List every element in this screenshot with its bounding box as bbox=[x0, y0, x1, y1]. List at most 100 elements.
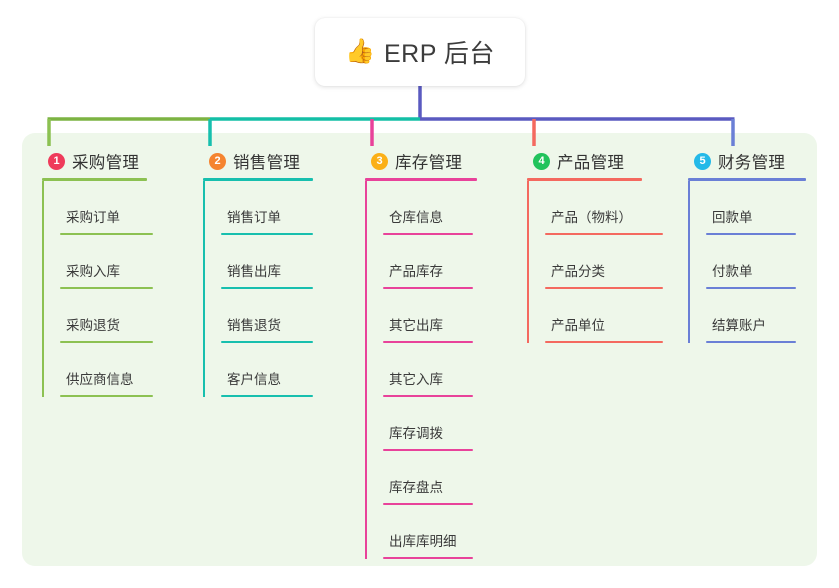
branch-item-underline bbox=[221, 287, 313, 289]
branch-item[interactable]: 出库库明细 bbox=[383, 505, 525, 559]
branch-item-label: 客户信息 bbox=[227, 372, 281, 387]
branch-header-1[interactable]: 1 采购管理 bbox=[42, 148, 202, 174]
branch-item[interactable]: 其它出库 bbox=[383, 289, 525, 343]
branch-item-underline bbox=[60, 287, 153, 289]
branch-item-underline bbox=[383, 557, 473, 559]
branch-item[interactable]: 产品（物料） bbox=[545, 181, 687, 235]
branch-column-4: 4 产品管理产品（物料） 产品分类产品单位 bbox=[527, 148, 687, 343]
branch-item-label: 产品（物料） bbox=[551, 210, 632, 225]
branch-item-label: 产品分类 bbox=[551, 264, 605, 279]
branch-title: 产品管理 bbox=[557, 154, 625, 172]
branch-item-label: 采购退货 bbox=[66, 318, 120, 333]
branch-number-badge: 4 bbox=[533, 152, 550, 170]
branch-item[interactable]: 产品库存 bbox=[383, 235, 525, 289]
thumbs-up-icon: 👍 bbox=[345, 38, 375, 65]
branch-item-label: 其它入库 bbox=[389, 372, 443, 387]
branch-item[interactable]: 库存调拨 bbox=[383, 397, 525, 451]
branch-item-label: 仓库信息 bbox=[389, 210, 443, 225]
branch-item[interactable]: 产品分类 bbox=[545, 235, 687, 289]
branch-item[interactable]: 采购入库 bbox=[60, 235, 202, 289]
branches-background-panel bbox=[22, 133, 817, 566]
branch-item-list: 回款单付款单结算账户 bbox=[688, 181, 839, 343]
branch-item-label: 销售退货 bbox=[227, 318, 281, 333]
branch-item-underline bbox=[221, 233, 313, 235]
branch-number-badge: 2 bbox=[209, 152, 226, 170]
branch-item-label: 销售出库 bbox=[227, 264, 281, 279]
branch-item[interactable]: 回款单 bbox=[706, 181, 839, 235]
branch-item-underline bbox=[706, 233, 796, 235]
branch-header-2[interactable]: 2 销售管理 bbox=[203, 148, 363, 174]
root-node[interactable]: 👍 ERP 后台 bbox=[315, 18, 525, 86]
branch-item-underline bbox=[383, 341, 473, 343]
branch-item-label: 库存盘点 bbox=[389, 480, 443, 495]
branch-title: 销售管理 bbox=[233, 154, 301, 172]
branch-title: 库存管理 bbox=[395, 154, 463, 172]
branch-item-underline bbox=[545, 287, 663, 289]
branch-underline bbox=[527, 178, 642, 181]
branch-item[interactable]: 采购退货 bbox=[60, 289, 202, 343]
branch-item[interactable]: 采购订单 bbox=[60, 181, 202, 235]
branch-item[interactable]: 供应商信息 bbox=[60, 343, 202, 397]
branch-item-underline bbox=[706, 287, 796, 289]
branch-item[interactable]: 仓库信息 bbox=[383, 181, 525, 235]
branch-item[interactable]: 结算账户 bbox=[706, 289, 839, 343]
branch-item-label: 回款单 bbox=[712, 210, 753, 225]
branch-item-list: 产品（物料） 产品分类产品单位 bbox=[527, 181, 687, 343]
branch-item-label: 采购入库 bbox=[66, 264, 120, 279]
branch-item-underline bbox=[221, 395, 313, 397]
branch-item[interactable]: 销售退货 bbox=[221, 289, 363, 343]
branch-underline bbox=[203, 178, 313, 181]
branch-number-badge: 3 bbox=[371, 152, 388, 170]
branch-item-underline bbox=[383, 233, 473, 235]
branch-item-label: 产品库存 bbox=[389, 264, 443, 279]
branch-item-label: 付款单 bbox=[712, 264, 753, 279]
branch-column-3: 3 库存管理仓库信息产品库存其它出库其它入库库存调拨库存盘点出库库明细 bbox=[365, 148, 525, 559]
branch-number-badge: 5 bbox=[694, 152, 711, 170]
branch-item[interactable]: 客户信息 bbox=[221, 343, 363, 397]
branch-item-label: 销售订单 bbox=[227, 210, 281, 225]
branch-spine bbox=[203, 181, 205, 397]
root-node-content: 👍 ERP 后台 bbox=[345, 34, 495, 70]
branch-spine bbox=[527, 181, 529, 343]
branch-item-label: 供应商信息 bbox=[66, 372, 134, 387]
branch-item-label: 采购订单 bbox=[66, 210, 120, 225]
root-title: ERP 后台 bbox=[383, 40, 495, 68]
branch-spine bbox=[688, 181, 690, 343]
branch-item-underline bbox=[60, 341, 153, 343]
branch-title: 采购管理 bbox=[72, 154, 140, 172]
branch-item-label: 结算账户 bbox=[712, 318, 766, 333]
branch-underline bbox=[688, 178, 806, 181]
branch-item-label: 库存调拨 bbox=[389, 426, 443, 441]
branch-column-1: 1 采购管理采购订单采购入库采购退货供应商信息 bbox=[42, 148, 202, 397]
branch-item-list: 采购订单采购入库采购退货供应商信息 bbox=[42, 181, 202, 397]
branch-item[interactable]: 销售订单 bbox=[221, 181, 363, 235]
branch-underline bbox=[42, 178, 147, 181]
branch-header-3[interactable]: 3 库存管理 bbox=[365, 148, 525, 174]
branch-item-list: 销售订单销售出库销售退货客户信息 bbox=[203, 181, 363, 397]
branch-item[interactable]: 库存盘点 bbox=[383, 451, 525, 505]
branch-item-underline bbox=[60, 233, 153, 235]
branch-item-list: 仓库信息产品库存其它出库其它入库库存调拨库存盘点出库库明细 bbox=[365, 181, 525, 559]
branch-item-underline bbox=[545, 341, 663, 343]
branch-column-2: 2 销售管理销售订单销售出库销售退货客户信息 bbox=[203, 148, 363, 397]
branch-spine bbox=[365, 181, 367, 559]
branch-spine bbox=[42, 181, 44, 397]
branch-item-underline bbox=[383, 503, 473, 505]
branch-item-underline bbox=[60, 395, 153, 397]
branch-item[interactable]: 付款单 bbox=[706, 235, 839, 289]
branch-item-label: 产品单位 bbox=[551, 318, 605, 333]
branch-number-badge: 1 bbox=[48, 152, 65, 170]
branch-item[interactable]: 销售出库 bbox=[221, 235, 363, 289]
branch-item-label: 其它出库 bbox=[389, 318, 443, 333]
branch-item-underline bbox=[221, 341, 313, 343]
branch-header-4[interactable]: 4 产品管理 bbox=[527, 148, 687, 174]
branch-underline bbox=[365, 178, 477, 181]
branch-item[interactable]: 产品单位 bbox=[545, 289, 687, 343]
branch-item-underline bbox=[383, 287, 473, 289]
branch-item-underline bbox=[706, 341, 796, 343]
branch-item-underline bbox=[383, 395, 473, 397]
branch-item[interactable]: 其它入库 bbox=[383, 343, 525, 397]
